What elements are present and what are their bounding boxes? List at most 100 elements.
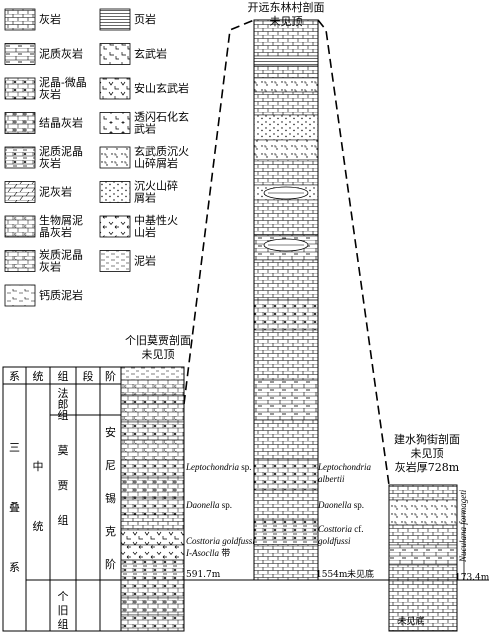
legend-swatch-muddy_micrite (4, 146, 36, 169)
fossil-label: I-Asoclla 带 (185, 548, 230, 558)
layer-mudstone (120, 366, 185, 381)
formation-gejiu: 个 (58, 590, 69, 603)
system-label: 三 (9, 441, 20, 454)
fossil-label: albertii (318, 474, 345, 484)
legend-label-limestone: 灰岩 (39, 12, 61, 26)
fossils-gejiu: Leptochondria sp.Daonella sp.Costtoria g… (185, 462, 255, 558)
legend-label-shale: 页岩 (134, 12, 156, 26)
system-label: 叠 (9, 501, 20, 514)
correlation-line-right (317, 19, 390, 486)
formation-mojia: 贾 (58, 479, 69, 492)
legend-swatch-micrite (4, 77, 36, 100)
layer-micrite (120, 614, 185, 632)
legend-label-carbonaceous: 炭质泥晶 (39, 249, 83, 262)
legend-swatch-bioclastic (4, 215, 36, 238)
layer-micrite (120, 579, 185, 599)
legend-label-marl: 泥灰岩 (39, 185, 72, 199)
legend-label-intermediate_volcanic: 山岩 (134, 225, 156, 239)
layer-carbonaceous (120, 439, 185, 461)
layer-limestone (253, 329, 319, 381)
legend-label-tremolite_basalt: 透闪石化玄 (134, 110, 189, 124)
stage-label: 克 (105, 525, 116, 538)
legend-label-andesite_basalt: 安山玄武岩 (134, 81, 189, 95)
gejiu-subtitle: 未见顶 (142, 348, 175, 361)
layer-micrite (253, 459, 319, 491)
formation-falang: 郎 (58, 397, 69, 411)
series-label: 统 (33, 520, 44, 533)
layer-muddy_micrite (120, 559, 185, 581)
legend-label-carbonaceous: 灰岩 (39, 260, 61, 274)
stage-label: 阶 (105, 557, 116, 571)
kaiyuan-thickness: 1554m (316, 570, 348, 580)
fossil-label: goldfussi (318, 536, 351, 546)
legend-label-calcareous_mudstone: 钙质泥岩 (39, 288, 83, 302)
gejiu-title: 个旧莫贾剖面 (125, 333, 191, 347)
legend-label-tremolite_basalt: 武岩 (134, 122, 156, 136)
layer-limestone (388, 564, 458, 581)
gejiu-thickness: 591.7m (186, 570, 221, 580)
jianshui-base-note: 未见底 (397, 615, 424, 627)
layer-limestone (253, 159, 319, 186)
header-cell: 阶 (105, 369, 116, 383)
layer-limestone (253, 419, 319, 461)
layer-crystalline_limestone (120, 597, 185, 616)
legend-label-tuff: 沉火山碎 (134, 179, 178, 193)
layer-micrite (253, 299, 319, 331)
layer-limestone (388, 579, 458, 632)
layer-carbonaceous (120, 403, 185, 423)
legend-label-muddy_micrite: 灰岩 (39, 156, 61, 170)
layer-basaltic_tuff (253, 139, 319, 161)
fossil-label: Daonella sp. (317, 500, 364, 510)
kaiyuan-base-note: 未见底 (347, 568, 374, 580)
column-kaiyuan (253, 19, 319, 581)
layer-micrite (120, 459, 185, 479)
layer-limestone (120, 514, 185, 531)
layer-basaltic_tuff (388, 499, 458, 526)
layer-micrite (120, 394, 185, 405)
jianshui-thickness-note: 灰岩厚728m (395, 460, 460, 474)
fossil-label: Leptochondria sp. (185, 462, 252, 472)
legend-label-intermediate_volcanic: 中基性火 (134, 213, 178, 227)
column-jianshui (388, 484, 458, 632)
layer-andesite_basalt (120, 529, 185, 546)
layer-limestone (388, 524, 458, 546)
header-cell: 段 (83, 369, 94, 383)
legend-swatch-carbonaceous (4, 250, 36, 272)
layer-muddy_micrite (253, 519, 319, 546)
layer-micrite (120, 497, 185, 516)
legend-swatch-calcareous_mudstone (4, 284, 36, 307)
layer-tuff (253, 114, 319, 141)
jianshui-fossil: Nuculana formageti (458, 489, 468, 563)
formation-mojia: 莫 (58, 444, 69, 457)
layer-bioclastic (120, 379, 185, 396)
stage-label: 安 (105, 425, 116, 439)
legend-swatch-basaltic_tuff (99, 146, 131, 169)
legend-swatch-muddy_limestone (4, 43, 36, 65)
legend-swatch-shale (99, 8, 131, 31)
formation-falang: 法 (58, 386, 69, 400)
stage-label: 锡 (105, 491, 116, 505)
jianshui-thickness: 173.4m (455, 573, 489, 583)
header-cell: 系 (9, 370, 20, 383)
layer-limestone (253, 544, 319, 581)
legend-label-basalt: 玄武岩 (134, 47, 167, 61)
legend-swatch-basalt (99, 43, 131, 65)
layer-basaltic_tuff (253, 77, 319, 93)
layer-intermediate_volcanic (120, 544, 185, 561)
layer-limestone (253, 199, 319, 236)
legend-swatch-limestone (4, 8, 36, 31)
formation-mojia: 组 (58, 513, 69, 527)
legend-label-bioclastic: 生物屑泥 (39, 213, 83, 227)
layer-muddy_limestone (253, 379, 319, 421)
layer-limestone (388, 484, 458, 501)
header-cell: 组 (58, 369, 69, 383)
fossil-label: Costtoria cf. (318, 524, 364, 534)
formation-falang: 组 (58, 408, 69, 422)
legend-label-basaltic_tuff: 玄武质沉火 (134, 144, 189, 158)
fossil-label: Leptochondria (317, 462, 371, 472)
layer-micrite (120, 421, 185, 441)
layer-limestone (253, 489, 319, 521)
kaiyuan-subtitle: 未见顶 (270, 15, 303, 28)
